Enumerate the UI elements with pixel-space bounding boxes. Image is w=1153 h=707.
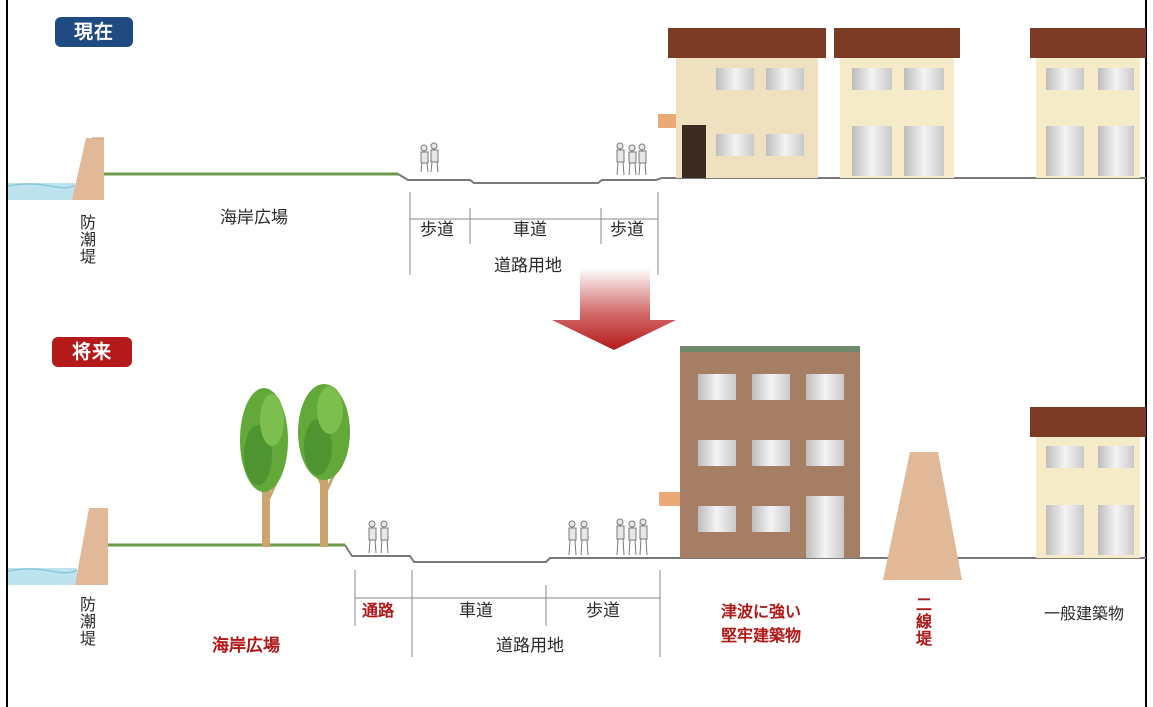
passage-label: 通路 — [362, 601, 395, 620]
house-3-top — [1030, 28, 1146, 178]
road-land-label-bottom: 道路用地 — [496, 636, 564, 656]
pedestrians-left-bottom — [368, 520, 389, 554]
roadway-label-top: 車道 — [513, 220, 547, 240]
house-1-top — [658, 28, 826, 178]
sea-water-bottom — [8, 568, 77, 585]
general-building-label: 一般建築物 — [1044, 604, 1125, 623]
second-levee-label: 二線堤 — [913, 596, 932, 647]
road-dimension-lines-top — [409, 192, 659, 275]
tsunami-building-label-line2: 堅牢建築物 — [721, 626, 802, 645]
current-badge: 現在 — [55, 17, 133, 47]
general-building-house — [1030, 407, 1146, 558]
roadway-label-bottom: 車道 — [459, 601, 493, 621]
seawall-top — [72, 138, 104, 200]
road-land-label-top: 道路用地 — [494, 256, 562, 276]
house-2-top — [834, 28, 960, 178]
pedestrians-left-top — [420, 142, 439, 173]
second-levee — [883, 452, 962, 580]
pedestrians-right-bottom — [568, 518, 648, 556]
seawall-label-bottom: 防潮堤 — [77, 596, 96, 647]
future-badge-label: 将来 — [71, 341, 112, 363]
pedestrians-right-top — [616, 142, 647, 176]
road-dimension-lines-bottom — [354, 570, 661, 657]
sturdy-building — [659, 346, 860, 558]
beach-plaza-label-top: 海岸広場 — [220, 208, 288, 228]
seawall-bottom — [75, 508, 108, 585]
future-badge: 将来 — [52, 337, 132, 367]
beach-plaza-label-bottom: 海岸広場 — [212, 636, 280, 656]
sidewalk-label-top-right: 歩道 — [610, 220, 644, 240]
sidewalk-label-bottom: 歩道 — [586, 601, 620, 621]
road-profile-top — [397, 173, 1146, 184]
trees — [240, 384, 350, 547]
seawall-label-top: 防潮堤 — [77, 214, 96, 265]
sea-water-top — [8, 183, 75, 200]
sidewalk-label-top-left: 歩道 — [420, 220, 454, 240]
tsunami-building-label-line1: 津波に強い — [721, 602, 802, 621]
transition-arrow — [552, 268, 676, 350]
road-profile-bottom — [344, 544, 1146, 563]
current-badge-label: 現在 — [73, 21, 114, 43]
